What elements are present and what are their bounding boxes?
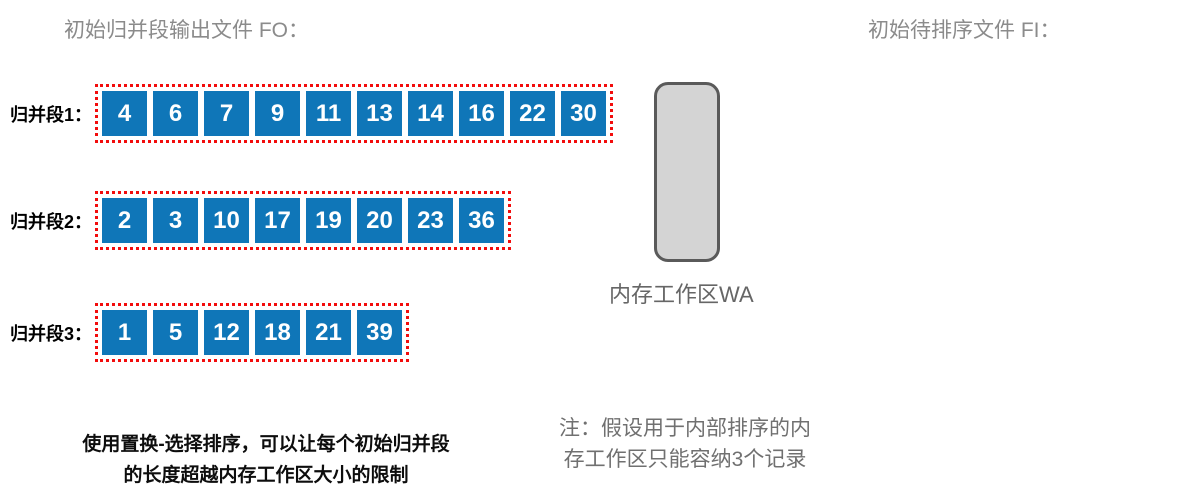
input-file-header: 初始待排序文件 FI： — [868, 19, 1061, 42]
record-box: 11 — [306, 91, 351, 136]
record-box: 19 — [306, 198, 351, 243]
segment-label: 归并段3： — [10, 323, 93, 344]
record-box: 3 — [153, 198, 198, 243]
record-box: 12 — [204, 310, 249, 355]
record-box: 20 — [357, 198, 402, 243]
record-box: 30 — [561, 91, 606, 136]
note-line: 存工作区只能容纳3个记录 — [563, 448, 807, 471]
record-box: 10 — [204, 198, 249, 243]
record-box: 5 — [153, 310, 198, 355]
segment-label: 归并段2： — [10, 211, 93, 232]
record-box: 9 — [255, 91, 300, 136]
note: 注：假设用于内部排序的内 存工作区只能容纳3个记录 — [530, 413, 840, 475]
memory-work-area-label: 内存工作区WA — [609, 282, 754, 307]
segment-label: 归并段1： — [10, 104, 93, 125]
record-box: 13 — [357, 91, 402, 136]
record-box: 22 — [510, 91, 555, 136]
caption-line: 的长度超越内存工作区大小的限制 — [123, 465, 409, 486]
record-box: 16 — [459, 91, 504, 136]
caption-line: 使用置换-选择排序，可以让每个初始归并段 — [82, 434, 450, 455]
record-box: 6 — [153, 91, 198, 136]
note-line: 注：假设用于内部排序的内 — [559, 417, 811, 440]
record-box: 4 — [102, 91, 147, 136]
record-box: 18 — [255, 310, 300, 355]
record-box: 2 — [102, 198, 147, 243]
record-box: 1 — [102, 310, 147, 355]
record-box: 7 — [204, 91, 249, 136]
record-box: 21 — [306, 310, 351, 355]
caption: 使用置换-选择排序，可以让每个初始归并段 的长度超越内存工作区大小的限制 — [46, 429, 486, 491]
record-box: 36 — [459, 198, 504, 243]
memory-work-area-box — [654, 82, 720, 262]
record-box: 39 — [357, 310, 402, 355]
record-box: 14 — [408, 91, 453, 136]
output-file-header: 初始归并段输出文件 FO： — [64, 19, 309, 42]
record-box: 23 — [408, 198, 453, 243]
record-box: 17 — [255, 198, 300, 243]
